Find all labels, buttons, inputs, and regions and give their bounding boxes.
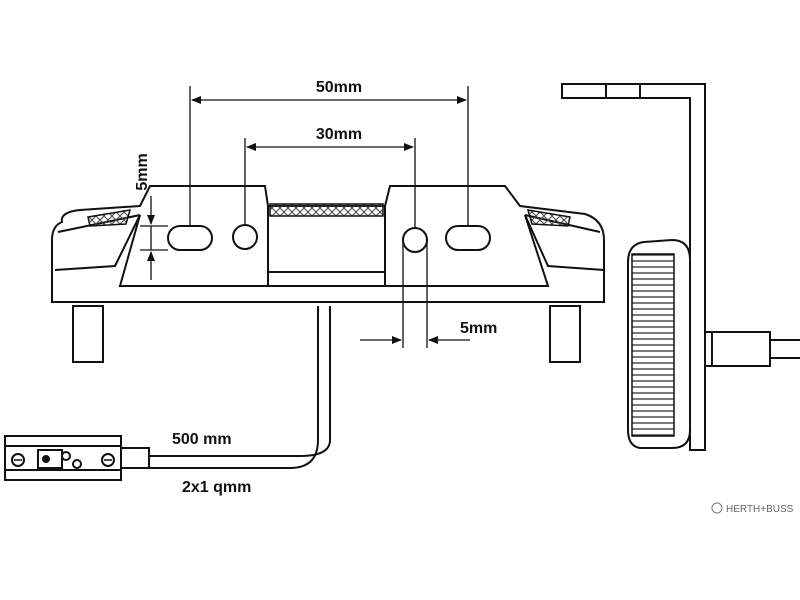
right-light-window [526,209,571,227]
right-hole [402,227,428,253]
brand-icon [711,502,723,514]
connector-contact-b [72,459,82,469]
dimension-slot-height-label: 5mm [134,153,151,190]
right-stud [549,305,581,363]
lamp-front-view [51,185,605,303]
side-cable-outlet [705,331,771,367]
cable-wire [150,306,319,469]
dimension-30mm-label: 30mm [316,126,362,143]
cable-cross-section-label: 2x1 qmm [182,479,251,496]
mounting-holes [167,224,491,253]
connector-contact-a [61,451,71,461]
center-recess [267,206,386,286]
connector-strain-relief [120,447,150,469]
lamp-side-view [561,83,800,451]
right-slot [445,225,491,251]
brand-watermark: HERTH+BUSS [726,504,794,515]
left-slot [167,225,213,251]
dimension-lines [140,86,470,348]
cable [150,306,331,469]
housing-base-line [118,214,550,287]
left-hole [232,224,258,250]
brand-logo: HERTH+BUSS [711,502,794,515]
left-light-window [87,209,132,227]
center-light-window [269,203,384,217]
lamp-housing-outline [51,185,605,303]
left-stud [72,305,104,363]
connector [4,435,150,481]
side-lens-ribbing [631,253,675,437]
mounting-studs [72,305,581,363]
dimension-hole-offset-label: 5mm [460,320,497,337]
cable-length-label: 500 mm [172,431,232,448]
dimension-50mm-label: 50mm [316,79,362,96]
